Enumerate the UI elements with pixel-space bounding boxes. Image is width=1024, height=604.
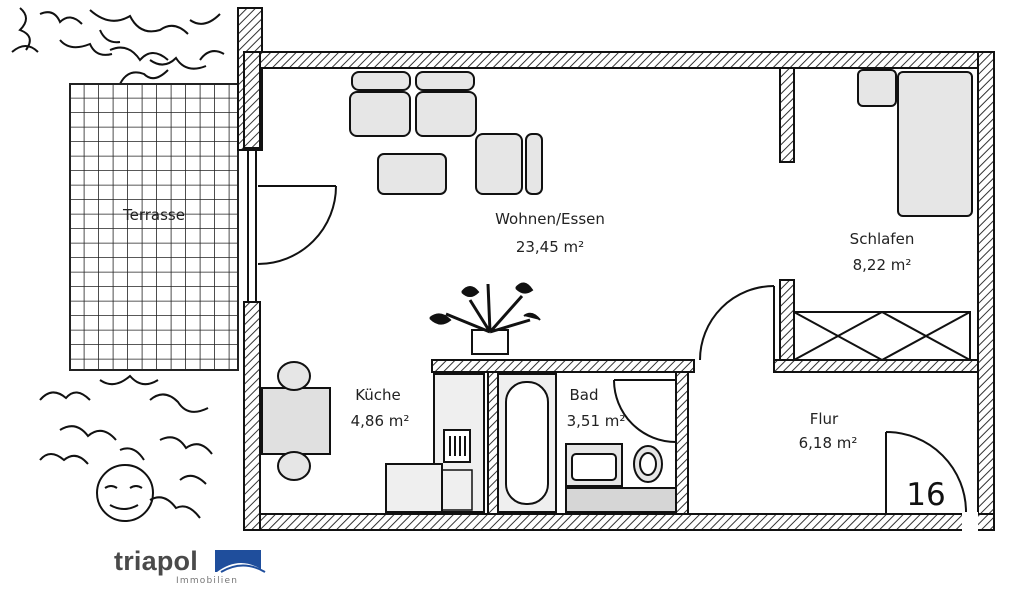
bedroom-door [699, 285, 775, 361]
plant [429, 282, 541, 355]
terrace-label: Terrasse [122, 206, 185, 224]
entrance-door [885, 431, 967, 514]
bath-area: 3,51 m² [567, 412, 626, 430]
armchair [475, 133, 543, 195]
bed [857, 69, 973, 217]
kitchen-area: 4,86 m² [351, 412, 410, 430]
toilet [633, 445, 663, 483]
bathtub [497, 373, 557, 513]
living-room-area: 23,45 m² [516, 238, 584, 256]
bedroom-label: Schlafen [850, 230, 915, 248]
kitchen-label: Küche [355, 386, 401, 404]
interior-walls [431, 67, 979, 515]
living-room-label: Wohnen/Essen [495, 210, 605, 228]
garden-foliage-bottom [39, 374, 213, 522]
wardrobe [793, 311, 971, 361]
dining-table [261, 361, 331, 481]
hall-label: Flur [810, 410, 839, 428]
entrance-gap [962, 512, 978, 532]
terrace-door [247, 148, 337, 302]
bath-label: Bad [569, 386, 598, 404]
coffee-table [377, 153, 447, 195]
terrace-tiles [69, 83, 239, 371]
bath-door [613, 379, 677, 443]
brand-subtitle: Immobilien [176, 576, 239, 586]
bedroom-area: 8,22 m² [853, 256, 912, 274]
unit-number: 16 [906, 477, 945, 513]
brand-swoosh-icon [215, 550, 266, 573]
outer-walls [243, 51, 995, 531]
bath-installation-shaft [565, 487, 677, 513]
kitchen-hob [441, 469, 473, 511]
garden-foliage-top [11, 7, 225, 85]
sofa [349, 71, 477, 137]
brand-name: triapol [114, 546, 198, 576]
washbasin [565, 443, 623, 487]
hall-area: 6,18 m² [799, 434, 858, 452]
